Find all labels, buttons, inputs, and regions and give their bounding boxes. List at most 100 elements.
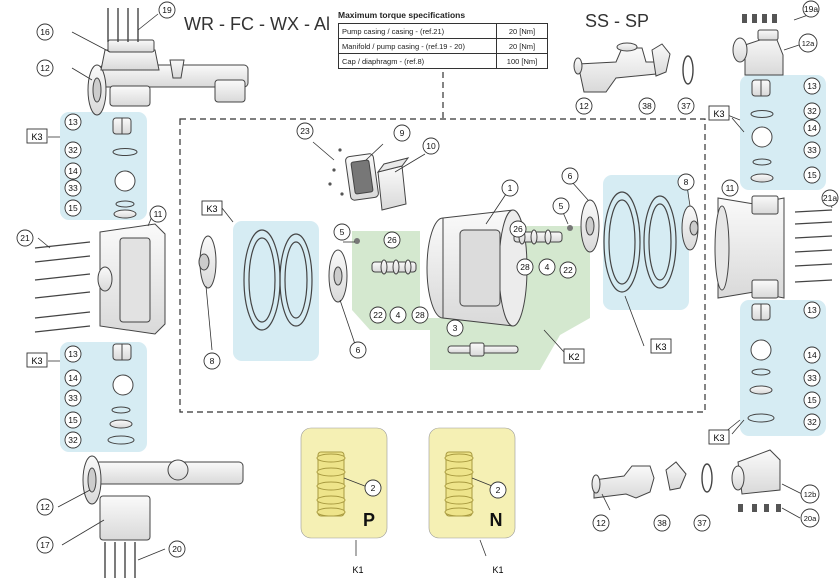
- plate-6: [328, 249, 348, 303]
- callout-15: 15: [803, 166, 821, 184]
- callout-circle: [559, 261, 577, 279]
- ball-14: [750, 339, 772, 361]
- left-series-title: WR - FC - WX - Al: [184, 14, 330, 34]
- kit-k3-label: K3: [713, 433, 724, 443]
- callout-circle: [803, 413, 821, 431]
- cap-8: [198, 235, 217, 289]
- callout-38: 38: [653, 514, 671, 532]
- callout-circle: [364, 479, 382, 497]
- callout-circle: [64, 369, 82, 387]
- gasket-37: [701, 463, 713, 493]
- callout-number: 2: [371, 483, 376, 493]
- right-series-title: SS - SP: [585, 11, 650, 31]
- callout-circle: [411, 306, 429, 324]
- callout-8: 8: [203, 352, 221, 370]
- callout-circle: [509, 220, 527, 238]
- callout-circle: [802, 0, 820, 18]
- callout-33: 33: [64, 389, 82, 407]
- manifold-12-ss: [573, 42, 657, 93]
- callout-37: 37: [693, 514, 711, 532]
- assembly-frame: [179, 118, 706, 413]
- cap-8: [681, 205, 699, 251]
- check-valve-13: [112, 117, 132, 135]
- callout-2: 2: [364, 479, 382, 497]
- callout-circle: [36, 59, 54, 77]
- kit-k3-label: K3: [31, 356, 42, 366]
- callout-number: 23: [300, 126, 310, 136]
- callout-circle: [800, 484, 820, 504]
- callout-circle: [501, 179, 519, 197]
- callout-28: 28: [516, 258, 534, 276]
- callout-number: 15: [68, 415, 78, 425]
- callout-2: 2: [489, 481, 507, 499]
- callout-14: 14: [803, 346, 821, 364]
- callout-number: 37: [697, 518, 707, 528]
- callout-23: 23: [296, 122, 314, 140]
- callout-16: 16: [36, 23, 54, 41]
- seat-15: [109, 419, 133, 429]
- callout-number: 33: [807, 145, 817, 155]
- spool-26-left: [371, 259, 417, 275]
- callout-15: 15: [64, 199, 82, 217]
- callout-number: 13: [807, 305, 817, 315]
- callout-circle: [64, 345, 82, 363]
- callout-circle: [803, 391, 821, 409]
- callout-circle: [36, 23, 54, 41]
- callout-17: 17: [36, 536, 54, 554]
- callout-number: 38: [657, 518, 667, 528]
- callout-number: 12: [596, 518, 606, 528]
- callout-circle: [677, 97, 695, 115]
- callout-number: 13: [68, 117, 78, 127]
- oring-32: [112, 148, 138, 156]
- callout-number: 14: [807, 350, 817, 360]
- callout-14: 14: [64, 369, 82, 387]
- callout-circle: [422, 137, 440, 155]
- check-valve-13: [112, 343, 132, 361]
- callout-number: 5: [340, 227, 345, 237]
- cover-10: [376, 157, 410, 211]
- callout-circle: [803, 301, 821, 319]
- callout-number: 10: [426, 141, 436, 151]
- callout-21: 21: [16, 229, 34, 247]
- oring-32: [750, 110, 774, 118]
- bolts-20: [104, 542, 136, 578]
- callout-number: 21a: [823, 193, 837, 203]
- callout-14: 14: [64, 162, 82, 180]
- callout-number: 32: [68, 145, 78, 155]
- callout-circle: [333, 223, 351, 241]
- kit-k3-label: K3: [31, 132, 42, 142]
- callout-5: 5: [333, 223, 351, 241]
- callout-38: 38: [638, 97, 656, 115]
- callout-28: 28: [411, 306, 429, 324]
- callout-circle: [393, 124, 411, 142]
- oring-5: [567, 225, 573, 231]
- ball-14: [751, 126, 773, 148]
- callout-circle: [64, 389, 82, 407]
- callout-4: 4: [538, 258, 556, 276]
- callout-12b: 12b: [800, 484, 820, 504]
- kit-k3-label: K3: [206, 204, 217, 214]
- bolts-21a: [794, 209, 833, 283]
- callout-number: 13: [68, 349, 78, 359]
- callout-12: 12: [36, 498, 54, 516]
- callout-circle: [677, 173, 695, 191]
- callout-number: 9: [400, 128, 405, 138]
- bolts-19: [107, 8, 139, 42]
- ball-14: [114, 170, 136, 192]
- kit-n-letter: N: [490, 510, 503, 530]
- callout-15: 15: [803, 391, 821, 409]
- callout-20: 20: [168, 540, 186, 558]
- callout-number: 20a: [804, 514, 817, 523]
- manifold-12a: [732, 29, 784, 76]
- clamp-38: [665, 461, 687, 491]
- callout-33: 33: [803, 369, 821, 387]
- callout-circle: [803, 77, 821, 95]
- callout-circle: [592, 514, 610, 532]
- oring-32: [107, 435, 135, 445]
- callout-19a: 19a: [802, 0, 820, 18]
- kit-k3-box: [60, 112, 147, 220]
- callout-number: 4: [396, 310, 401, 320]
- callout-14: 14: [803, 119, 821, 137]
- callout-number: 15: [68, 203, 78, 213]
